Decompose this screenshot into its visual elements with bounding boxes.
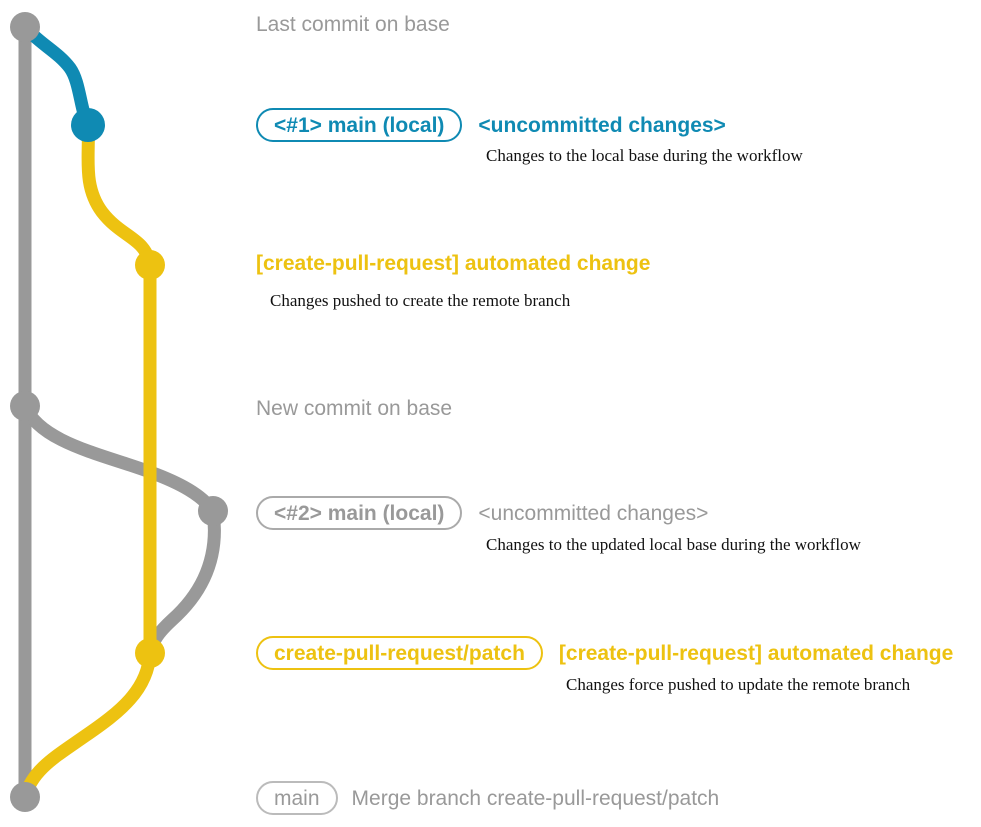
edge-base-to-local-1 (18, 20, 95, 132)
subtext-automated-change-2: Changes force pushed to update the remot… (566, 675, 911, 694)
branch-pill-main-local-1[interactable]: <#1> main (local) (256, 108, 463, 142)
branch-pill-main[interactable]: main (256, 781, 338, 815)
row-local-commit-1: <#1> main (local) <uncommitted changes> (256, 108, 726, 142)
subtext-automated-change-1: Changes pushed to create the remote bran… (270, 291, 571, 310)
row-automated-change-1: [create-pull-request] automated change (256, 253, 650, 274)
row-automated-change-2: create-pull-request/patch [create-pull-r… (256, 636, 953, 670)
row-new-commit-on-base: New commit on base (256, 398, 452, 419)
node-patch-1 (135, 250, 165, 280)
branch-pill-main-local-2[interactable]: <#2> main (local) (256, 496, 463, 530)
node-patch-2 (135, 638, 165, 668)
headline-automated-change-2: [create-pull-request] automated change (558, 641, 954, 665)
headline-last-commit-on-base: Last commit on base (256, 13, 450, 36)
headline-merge-commit: Merge branch create-pull-request/patch (351, 786, 720, 810)
node-local-2 (198, 496, 228, 526)
node-local-1 (71, 108, 105, 142)
node-base-last (10, 12, 40, 42)
node-base-new (10, 391, 40, 421)
subtext-local-commit-1: Changes to the local base during the wor… (486, 146, 803, 165)
edge-patch-2-to-merge (18, 646, 157, 804)
branch-pill-create-pull-request-patch[interactable]: create-pull-request/patch (256, 636, 543, 670)
headline-uncommitted-changes-2: <uncommitted changes> (478, 501, 709, 525)
row-last-commit-on-base: Last commit on base (256, 14, 450, 35)
headline-automated-change-1: [create-pull-request] automated change (256, 252, 651, 275)
headline-uncommitted-changes-1: <uncommitted changes> (478, 113, 726, 137)
node-base-merge (10, 782, 40, 812)
headline-new-commit-on-base: New commit on base (256, 397, 453, 420)
edge-base-new-to-local-2 (18, 399, 220, 518)
row-local-commit-2: <#2> main (local) <uncommitted changes> (256, 496, 708, 530)
row-merge-commit: main Merge branch create-pull-request/pa… (256, 781, 719, 815)
edge-local-1-to-patch-1 (81, 118, 157, 272)
subtext-local-commit-2: Changes to the updated local base during… (486, 535, 861, 554)
